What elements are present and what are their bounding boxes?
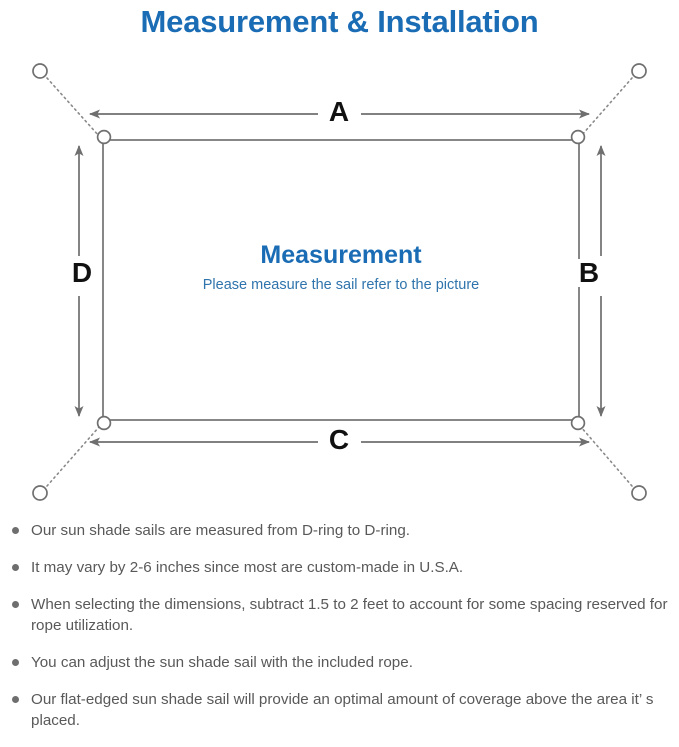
list-item-text: Our sun shade sails are measured from D-… — [31, 522, 410, 539]
rope-top-left — [46, 77, 100, 137]
rope-top-right — [580, 77, 633, 137]
rope-bottom-right — [580, 426, 633, 487]
d-ring-bottom-right — [570, 415, 586, 431]
anchor-point-bottom-right — [631, 485, 647, 501]
anchor-points — [32, 63, 647, 501]
dimension-label-a: A — [319, 98, 359, 126]
list-item-text: Our flat-edged sun shade sail will provi… — [31, 691, 654, 729]
list-item: You can adjust the sun shade sail with t… — [0, 652, 679, 673]
bullet-icon — [12, 601, 19, 608]
list-item-text: When selecting the dimensions, subtract … — [31, 596, 668, 634]
diagram-canvas — [32, 63, 647, 501]
measurement-diagram: Measurement Please measure the sail refe… — [0, 44, 679, 514]
page-title: Measurement & Installation — [140, 4, 539, 39]
anchor-point-bottom-left — [32, 485, 48, 501]
sail-body — [102, 139, 580, 421]
dimension-label-c: C — [319, 426, 359, 454]
list-item: Our flat-edged sun shade sail will provi… — [0, 689, 679, 731]
d-rings — [96, 129, 586, 431]
anchor-point-top-right — [631, 63, 647, 79]
notes-list: Our sun shade sails are measured from D-… — [0, 520, 679, 747]
dimension-lines — [74, 109, 606, 447]
bullet-icon — [12, 527, 19, 534]
list-item-text: You can adjust the sun shade sail with t… — [31, 654, 413, 671]
bullet-icon — [12, 564, 19, 571]
rope-bottom-left — [46, 426, 100, 487]
dimension-label-b: B — [569, 259, 609, 287]
list-item-text: It may vary by 2-6 inches since most are… — [31, 559, 464, 576]
bullet-icon — [12, 659, 19, 666]
list-item: It may vary by 2-6 inches since most are… — [0, 557, 679, 578]
d-ring-top-left — [96, 129, 112, 145]
d-ring-top-right — [570, 129, 586, 145]
dimension-label-d: D — [62, 259, 102, 287]
d-ring-bottom-left — [96, 415, 112, 431]
anchor-point-top-left — [32, 63, 48, 79]
rope-lines — [46, 77, 633, 487]
bullet-icon — [12, 696, 19, 703]
list-item: When selecting the dimensions, subtract … — [0, 594, 679, 636]
list-item: Our sun shade sails are measured from D-… — [0, 520, 679, 541]
